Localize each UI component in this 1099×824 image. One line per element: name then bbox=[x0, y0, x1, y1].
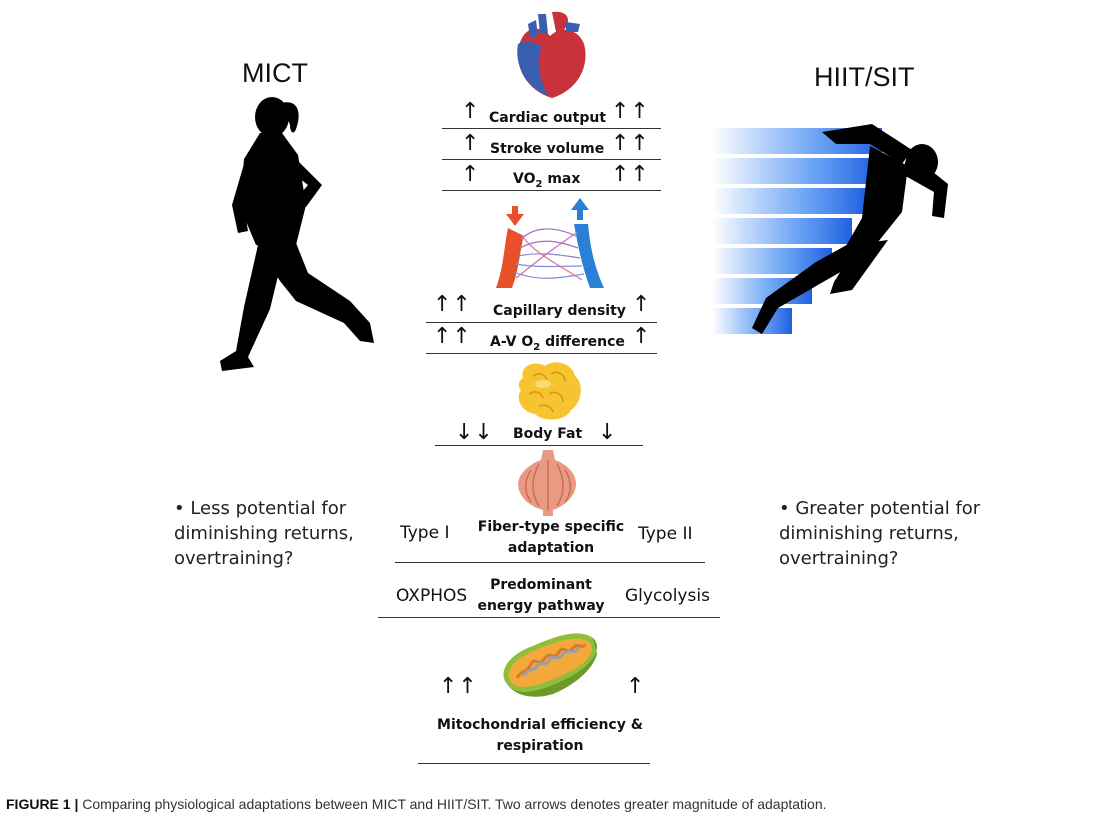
fat-tissue-icon bbox=[518, 362, 581, 420]
runner-silhouette-icon bbox=[220, 97, 374, 371]
capillary-right-arrows: ↑ bbox=[632, 292, 652, 317]
divider bbox=[378, 617, 720, 618]
capillary-density-label: Capillary density bbox=[493, 303, 626, 319]
capillary-network-icon bbox=[496, 198, 604, 288]
body-fat-label: Body Fat bbox=[513, 426, 583, 442]
divider bbox=[442, 190, 661, 191]
divider bbox=[395, 562, 705, 563]
muscle-icon bbox=[518, 450, 577, 516]
vo2-left-arrows: ↑ bbox=[461, 162, 481, 187]
vo2max-label: VO2 max bbox=[513, 171, 581, 190]
av-o2-difference-label: A-V O2 difference bbox=[490, 334, 625, 353]
hiit-note: • Greater potential for diminishing retu… bbox=[779, 498, 981, 569]
type-ii-label: Type II bbox=[638, 524, 693, 544]
bodyfat-left-arrows: ↓↓ bbox=[455, 420, 494, 445]
divider bbox=[442, 159, 661, 160]
type-i-label: Type I bbox=[400, 523, 450, 543]
glycolysis-label: Glycolysis bbox=[625, 586, 710, 606]
heart-icon bbox=[517, 11, 586, 98]
figure-caption: FIGURE 1 | Comparing physiological adapt… bbox=[6, 796, 827, 812]
mito-left-arrows: ↑↑ bbox=[439, 674, 478, 699]
mito-right-arrows: ↑ bbox=[626, 674, 646, 699]
avo2-right-arrows: ↑ bbox=[632, 324, 652, 349]
title-mict: MICT bbox=[242, 58, 308, 88]
divider bbox=[426, 353, 657, 354]
stroke-volume-label: Stroke volume bbox=[490, 141, 605, 157]
sprinter-silhouette-icon bbox=[712, 124, 948, 334]
mict-note: • Less potential for diminishing returns… bbox=[174, 498, 354, 569]
mitochondrial-efficiency-label: Mitochondrial efficiency &respiration bbox=[437, 717, 643, 754]
capillary-left-arrows: ↑↑ bbox=[433, 292, 472, 317]
oxphos-label: OXPHOS bbox=[396, 586, 468, 606]
cardiac-left-arrows: ↑ bbox=[461, 99, 481, 124]
title-hiit-sit: HIIT/SIT bbox=[814, 62, 915, 92]
vo2-right-arrows: ↑↑ bbox=[611, 162, 650, 187]
stroke-right-arrows: ↑↑ bbox=[611, 131, 650, 156]
divider bbox=[442, 128, 661, 129]
bodyfat-right-arrows: ↓ bbox=[598, 420, 618, 445]
cardiac-output-label: Cardiac output bbox=[489, 110, 607, 126]
divider bbox=[426, 322, 657, 323]
mitochondrion-icon bbox=[503, 633, 597, 697]
divider bbox=[418, 763, 650, 764]
stroke-left-arrows: ↑ bbox=[461, 131, 481, 156]
avo2-left-arrows: ↑↑ bbox=[433, 324, 472, 349]
divider bbox=[435, 445, 643, 446]
cardiac-right-arrows: ↑↑ bbox=[611, 99, 650, 124]
